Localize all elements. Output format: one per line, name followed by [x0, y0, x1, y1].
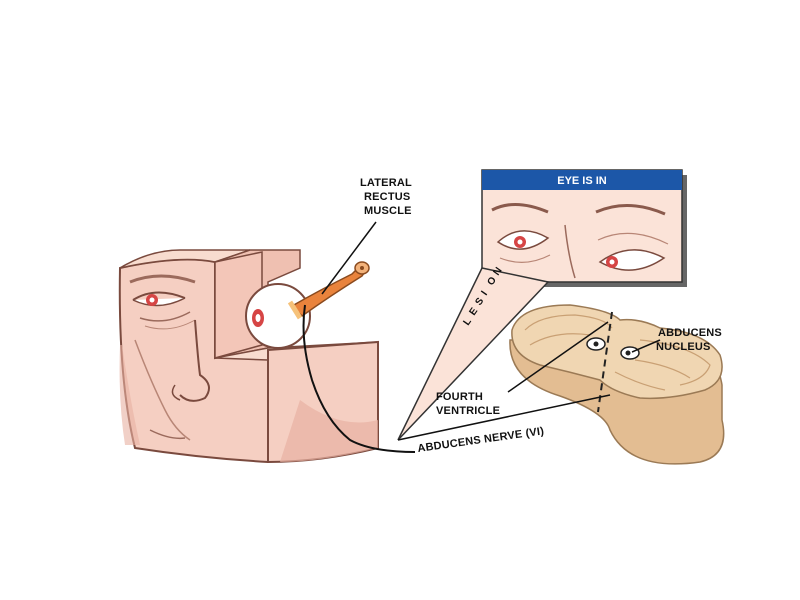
panel-nose	[564, 224, 576, 279]
eye-lid-upper	[132, 291, 186, 301]
cheek-shade	[119, 345, 140, 445]
lesion-label: L E S I O N	[461, 265, 504, 327]
nostril	[171, 384, 181, 401]
label-line: RECTUS	[364, 191, 410, 203]
mouth-line	[149, 429, 186, 440]
panel-bag-left	[499, 254, 551, 263]
fourth-ventricle-midline	[597, 311, 613, 413]
abducens-nucleus-label: ABDUCENS NUCLEUS	[656, 327, 722, 353]
label-line: MUSCLE	[364, 205, 412, 217]
brainstem-contour-4	[634, 359, 691, 379]
muscle-tendon	[287, 300, 303, 320]
eye-panel-title: EYE IS IN	[557, 175, 607, 187]
brainstem-contour-2	[529, 333, 591, 346]
eye-lid-lower	[132, 297, 186, 307]
abducens-nucleus-left-dot	[593, 341, 599, 347]
panel-brow-left	[491, 203, 549, 214]
eye-bag-2	[144, 319, 196, 330]
lesion-letter: L	[461, 316, 474, 327]
lateral-rectus-label: LATERAL RECTUS MUSCLE	[360, 177, 412, 217]
muscle-origin-hole	[360, 266, 364, 270]
label-line: LATERAL	[360, 177, 412, 189]
panel-lid-right	[597, 232, 669, 245]
lesion-letter: I	[479, 289, 490, 298]
eye-bag	[139, 311, 191, 322]
fourth-ventricle-label: FOURTH VENTRICLE	[436, 391, 500, 417]
eyeball	[245, 283, 311, 349]
brainstem-contour-3	[639, 339, 711, 386]
fourth-ventricle-leader	[507, 321, 609, 393]
eyeball-group	[245, 261, 370, 349]
lesion-callout-wedge	[397, 267, 550, 441]
nerve-to-nucleus-line	[397, 394, 611, 441]
face-eye-pupil	[149, 297, 155, 303]
eye-panel: EYE IS IN	[481, 169, 687, 287]
abducens-nerve-label: ABDUCENS NERVE (VI)	[417, 425, 545, 455]
eyeball-pupil	[255, 314, 261, 322]
label-line: NUCLEUS	[656, 341, 711, 353]
panel-pupil-right	[609, 259, 615, 265]
label-line: FOURTH	[436, 391, 483, 403]
lateral-rectus-leader	[321, 221, 377, 295]
cheek-line	[134, 339, 191, 441]
brainstem-section	[509, 304, 725, 465]
nose	[179, 319, 210, 402]
brainstem-top	[511, 304, 723, 400]
abducens-nerve-line	[302, 304, 416, 453]
label-line: VENTRICLE	[436, 405, 500, 417]
face-side-lower-shade	[280, 400, 378, 462]
panel-brow-right	[595, 203, 666, 216]
abducens-nucleus-right-dot	[625, 350, 631, 356]
panel-pupil-left	[517, 239, 523, 245]
eyebrow	[129, 274, 196, 284]
label-line: ABDUCENS	[658, 327, 722, 339]
abducens-nucleus-leader	[631, 339, 661, 353]
lateral-rectus-muscle	[290, 263, 366, 317]
eye-panel-banner	[482, 170, 682, 190]
brainstem-contour-5	[614, 371, 666, 391]
